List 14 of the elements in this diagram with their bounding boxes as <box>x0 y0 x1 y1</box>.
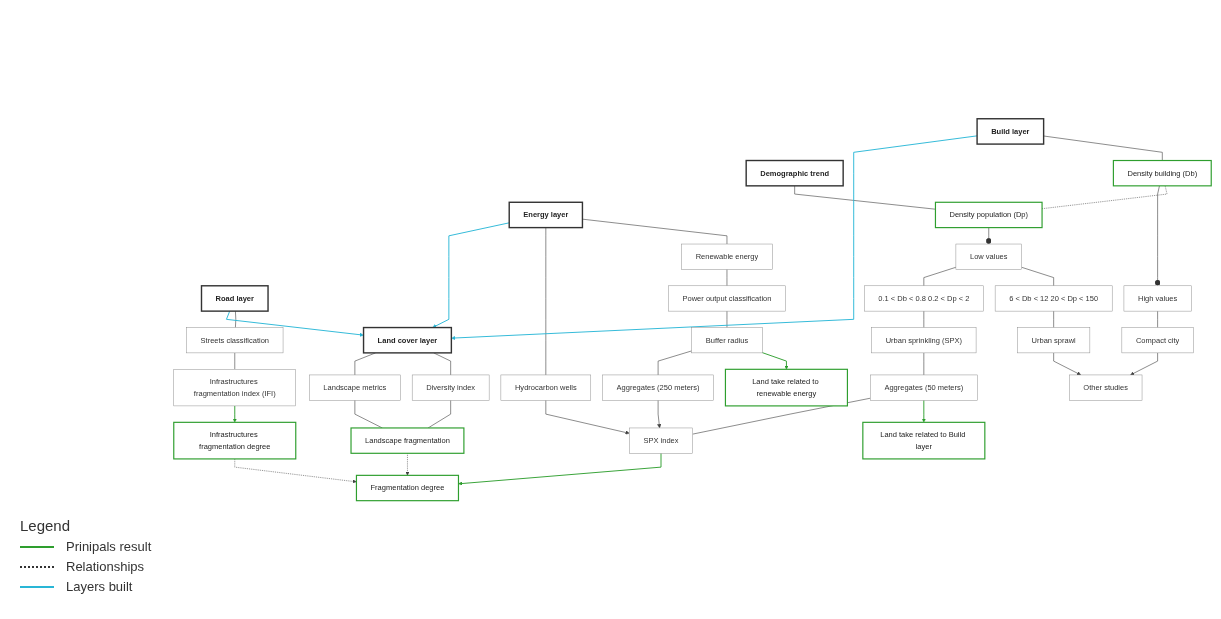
legend-label: Prinipals result <box>66 539 152 554</box>
legend-label: Layers built <box>66 579 133 594</box>
connector <box>794 185 936 210</box>
connector <box>582 218 728 245</box>
connector <box>923 266 957 286</box>
connector <box>1043 135 1163 161</box>
connector <box>692 397 871 435</box>
legend-label: Relationships <box>66 559 145 574</box>
connector <box>1157 310 1158 328</box>
connector <box>657 350 692 376</box>
connector <box>545 227 547 376</box>
connector <box>1021 266 1054 286</box>
connector <box>235 310 237 328</box>
legend-title: Legend <box>20 517 71 534</box>
